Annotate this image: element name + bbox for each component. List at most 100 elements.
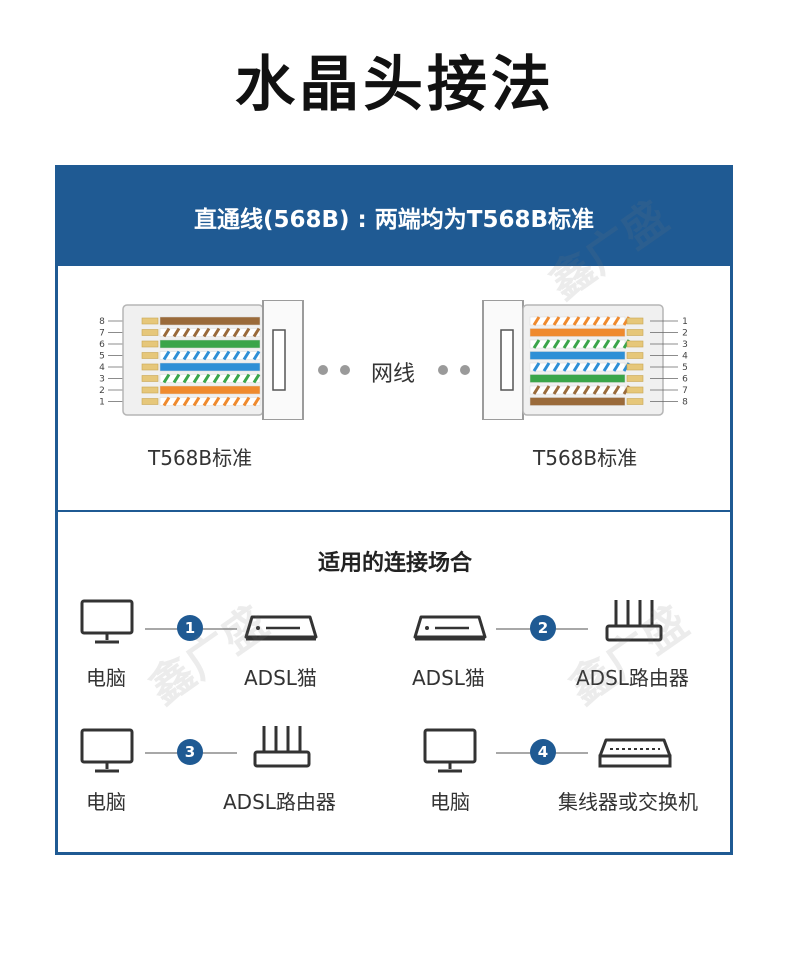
wire-stripe — [542, 316, 551, 326]
wire-stripe — [542, 362, 551, 372]
wire-stripe — [162, 396, 171, 407]
wire-stripe — [582, 339, 591, 349]
cable-dot — [340, 365, 350, 375]
pin-contact — [626, 375, 644, 382]
wire-pin-6 — [529, 374, 626, 383]
pin-contact — [626, 329, 644, 336]
pin-number: 4 — [682, 352, 688, 362]
wire-stripe — [182, 396, 191, 407]
wire-stripe — [252, 396, 261, 407]
pin-number: 2 — [99, 386, 105, 396]
wire-stripe — [242, 327, 251, 338]
left-plug-label: T568B标准 — [148, 446, 253, 470]
wire-stripe — [222, 373, 231, 384]
pin-number: 2 — [682, 329, 688, 339]
wire-stripe — [612, 362, 621, 372]
wire-stripe — [172, 373, 181, 384]
cable-dot — [318, 365, 328, 375]
wire-stripe — [572, 385, 581, 395]
pin-contact — [626, 363, 644, 371]
wire-stripe — [602, 362, 611, 372]
wire-stripe — [612, 316, 621, 326]
wire-stripe — [602, 339, 611, 349]
wire-pin-5 — [159, 351, 261, 360]
computer-icon — [80, 599, 134, 644]
pin-number: 1 — [99, 398, 105, 408]
wire-stripe — [202, 327, 211, 338]
wire-stripe — [572, 316, 581, 326]
conn3-right-label: ADSL路由器 — [223, 790, 336, 814]
wire-stripe — [532, 316, 541, 326]
pin-contact — [626, 398, 644, 405]
wire-stripe — [192, 396, 201, 407]
conn2-right-label: ADSL路由器 — [576, 666, 689, 690]
wire-stripe — [582, 385, 591, 395]
wire-stripe — [172, 327, 181, 338]
pin-number: 3 — [99, 375, 105, 385]
wire-stripe — [562, 316, 571, 326]
cable-label: 网线 — [371, 362, 416, 387]
wire-stripe — [582, 362, 591, 372]
wire-stripe — [242, 396, 251, 407]
pin-contact — [141, 386, 159, 394]
wire-stripe — [222, 396, 231, 407]
conn3-badge: 3 — [177, 739, 203, 765]
conn1-badge: 1 — [177, 615, 203, 641]
wire-pin-8 — [159, 316, 261, 326]
wire-stripe — [592, 316, 601, 326]
pin-contact — [141, 317, 159, 325]
pin-number: 6 — [99, 340, 105, 350]
wire-stripe — [562, 339, 571, 349]
wire-stripe — [192, 327, 201, 338]
right-plug-latch — [500, 329, 514, 391]
conn1-left-label: 电脑 — [86, 666, 126, 690]
wire-stripe — [552, 362, 561, 372]
cable-dot — [460, 365, 470, 375]
wire-stripe — [232, 396, 241, 407]
wire-stripe — [252, 327, 261, 338]
wire-stripe — [602, 316, 611, 326]
section-divider — [58, 510, 730, 512]
wire-stripe — [602, 385, 611, 395]
wire-stripe — [212, 350, 221, 361]
pin-contact — [141, 375, 159, 382]
wire-pin-2 — [159, 385, 261, 395]
wire-stripe — [192, 373, 201, 384]
right-plug-label: T568B标准 — [533, 446, 638, 470]
right-wires — [529, 316, 644, 406]
wire-stripe — [552, 385, 561, 395]
pin-number: 1 — [682, 317, 688, 327]
router-icon — [605, 600, 663, 642]
pin-number: 7 — [682, 386, 688, 396]
conn4-badge: 4 — [530, 739, 556, 765]
pin-contact — [626, 317, 644, 325]
wire-stripe — [222, 350, 231, 361]
wire-stripe — [552, 339, 561, 349]
wire-stripe — [172, 350, 181, 361]
pin-contact — [141, 363, 159, 371]
wire-stripe — [232, 373, 241, 384]
cable-dot — [438, 365, 448, 375]
pin-number: 8 — [682, 398, 688, 408]
pin-number: 4 — [99, 363, 105, 373]
wire-stripe — [572, 339, 581, 349]
wire-stripe — [242, 373, 251, 384]
wire-stripe — [182, 350, 191, 361]
wire-pin-3 — [159, 374, 261, 383]
wire-stripe — [172, 396, 181, 407]
wire-stripe — [532, 362, 541, 372]
wire-stripe — [552, 316, 561, 326]
pin-number: 5 — [682, 363, 688, 373]
pin-number: 3 — [682, 340, 688, 350]
pin-contact — [141, 398, 159, 405]
wire-stripe — [182, 327, 191, 338]
pin-contact — [626, 340, 644, 348]
wire-stripe — [562, 362, 571, 372]
pin-contact — [626, 352, 644, 359]
wire-stripe — [162, 373, 171, 384]
wire-stripe — [212, 327, 221, 338]
left-wires — [141, 316, 261, 407]
wire-stripe — [582, 316, 591, 326]
